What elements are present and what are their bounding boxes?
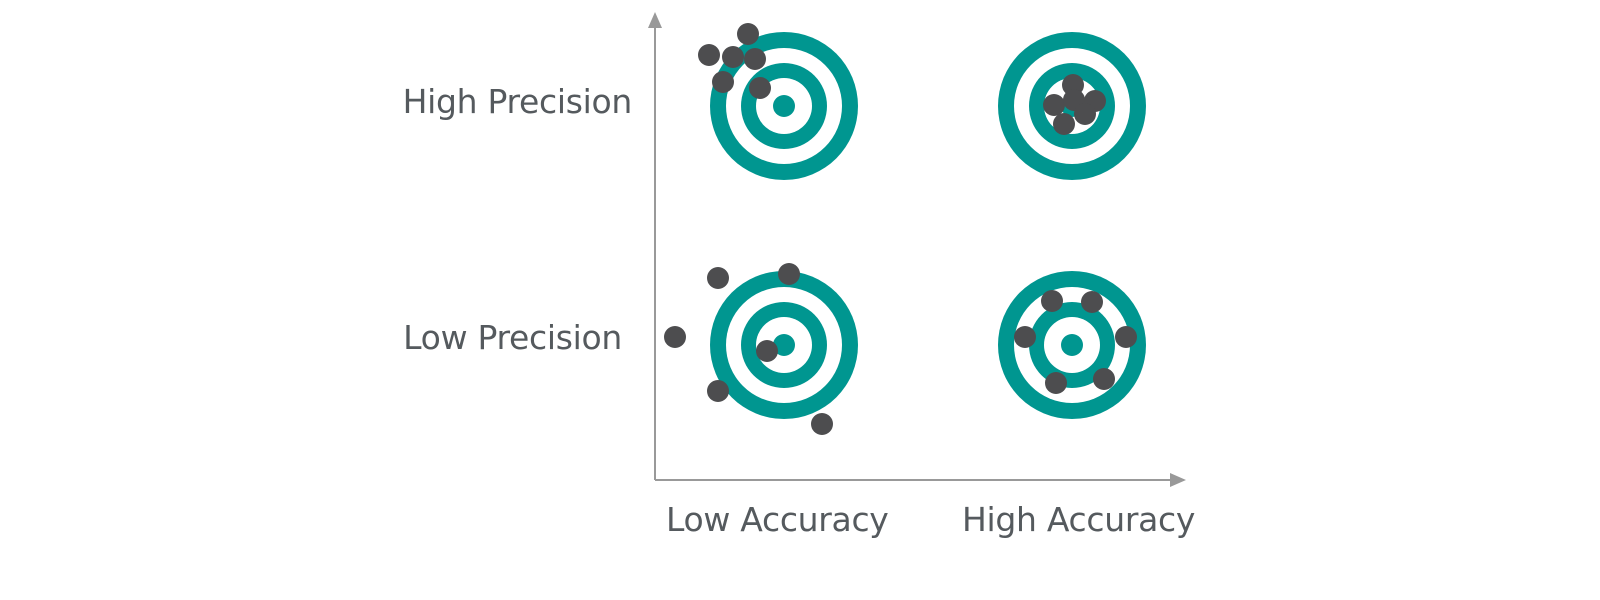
hit-dot [707, 380, 729, 402]
hit-dot [1093, 368, 1115, 390]
target-low-precision-low-accuracy [710, 271, 858, 419]
hit-dot [811, 413, 833, 435]
hits-low-precision-high-accuracy [1014, 290, 1137, 394]
low-precision-label: Low Precision [403, 318, 622, 357]
hit-dot [737, 23, 759, 45]
hit-dot [698, 44, 720, 66]
axes [648, 12, 1186, 487]
target-high-precision-low-accuracy [710, 32, 858, 180]
y-axis-arrowhead [648, 12, 662, 28]
target-bullseye [1061, 334, 1083, 356]
x-axis-arrowhead [1170, 473, 1186, 487]
target-bullseye [773, 95, 795, 117]
hit-dot [1014, 326, 1036, 348]
high-precision-label: High Precision [402, 82, 633, 121]
hit-dot [778, 263, 800, 285]
hit-dot [1081, 291, 1103, 313]
hit-dot [1041, 290, 1063, 312]
hits-high-precision-low-accuracy [698, 23, 771, 99]
hits-low-precision-low-accuracy [664, 263, 833, 435]
high-accuracy-label: High Accuracy [962, 500, 1196, 539]
hit-dot [664, 326, 686, 348]
hit-dot [749, 77, 771, 99]
hit-dot [707, 267, 729, 289]
hit-dot [1053, 113, 1075, 135]
hits-high-precision-high-accuracy [1043, 74, 1106, 135]
target-bullseye [773, 334, 795, 356]
hit-dot [1043, 94, 1065, 116]
hit-dot [1074, 103, 1096, 125]
hit-dot [712, 71, 734, 93]
hit-dot [722, 46, 744, 68]
hit-dot [744, 48, 766, 70]
hit-dot [1045, 372, 1067, 394]
hit-dot [1115, 326, 1137, 348]
hit-dot [756, 340, 778, 362]
low-accuracy-label: Low Accuracy [666, 500, 889, 539]
